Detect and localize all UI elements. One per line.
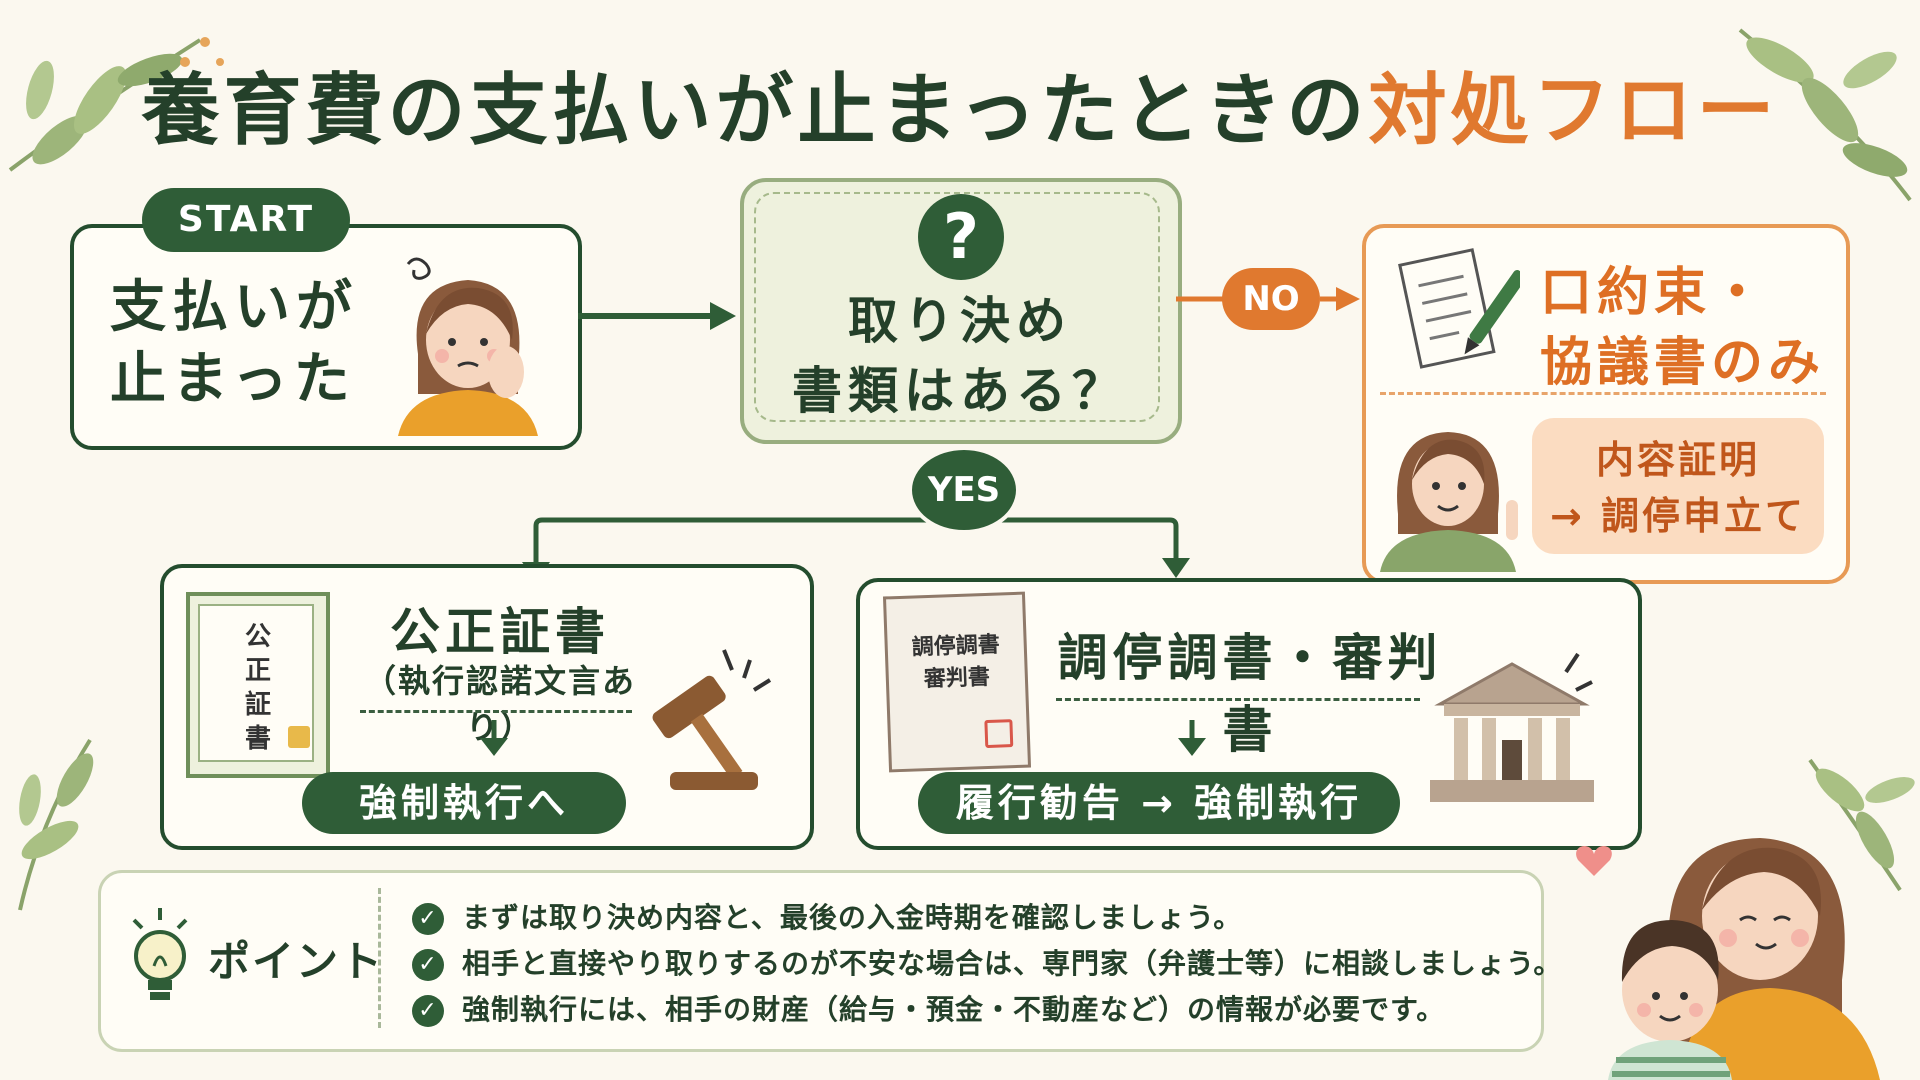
decision-box: [740, 178, 1182, 444]
mediation-doc-line-2: 審判書: [923, 664, 991, 693]
start-tag: START: [142, 188, 350, 252]
courthouse-icon: [1430, 652, 1594, 802]
gavel-icon: [652, 649, 772, 790]
question-icon: ?: [918, 194, 1004, 280]
verbal-action-text: 内容証明 → 調停申立て: [1532, 432, 1824, 544]
notarized-deed-divider: [360, 710, 632, 713]
no-label: NO: [1222, 268, 1320, 330]
decision-inner-border: [754, 192, 1160, 422]
point-item-1: ✓まずは取り決め内容と、最後の入金時期を確認しましょう。: [412, 896, 1242, 936]
verbal-action-line-1: 内容証明: [1595, 438, 1760, 482]
verbal-title-line-1: 口約束・: [1540, 263, 1769, 323]
leaf-decoration-bottom-right: [1808, 758, 1915, 892]
mediation-record-divider: [1056, 698, 1420, 701]
heart-icon: [1576, 846, 1612, 876]
mediation-doc-line-1: 調停調書: [911, 632, 1001, 661]
verbal-action-box: [1532, 418, 1824, 554]
start-text: 支払いが 止まった: [110, 272, 410, 416]
verbal-divider: [1380, 392, 1826, 395]
page-title: 養育費の支払いが止まったときの対処フロー: [0, 48, 1920, 160]
verbal-action-line-2: → 調停申立て: [1549, 494, 1807, 538]
verbal-title-line-2: 協議書のみ: [1540, 333, 1826, 393]
point-divider: [378, 888, 381, 1028]
point-label: ポイント: [208, 937, 385, 986]
point-item-3: ✓強制執行には、相手の財産（給与・預金・不動産など）の情報が必要です。: [412, 988, 1445, 1028]
notarized-deed-document-label: 公正証書: [244, 622, 271, 754]
title-accent: 対処フロー: [1368, 66, 1779, 156]
check-icon: ✓: [412, 949, 444, 981]
notarized-deed-down-arrow: [480, 720, 508, 756]
notarized-deed-title: 公正証書: [390, 603, 610, 661]
worried-woman-illustration: [398, 257, 538, 436]
leaf-decoration-bottom-left: [18, 738, 94, 911]
performance-recommendation-pill: 履行勧告 → 強制執行: [918, 772, 1400, 834]
lightbulb-icon: [132, 908, 188, 1000]
start-line-2: 止まった: [110, 347, 356, 412]
red-seal-icon: [984, 719, 1014, 749]
arrow-to-decision: [578, 302, 736, 330]
no-arrow: [1176, 287, 1360, 311]
mediation-record-document-icon: 調停調書 審判書: [882, 591, 1032, 773]
notarized-deed-subtitle: （執行認諾文言あり）: [363, 662, 636, 746]
leaf-decoration-top-left: [8, 37, 224, 172]
forced-execution-pill: 強制執行へ: [302, 772, 626, 834]
start-line-1: 支払いが: [110, 275, 358, 340]
check-icon: ✓: [412, 903, 444, 935]
mediation-record-down-arrow: [1178, 720, 1206, 756]
decision-text: 取り決め 書類はある？: [750, 286, 1170, 426]
point-item-2: ✓相手と直接やり取りするのが不安な場合は、専門家（弁護士等）に相談しましょう。: [412, 942, 1562, 982]
leaf-decoration-top-right: [1738, 28, 1912, 202]
title-main: 養育費の支払いが止まったときの: [141, 66, 1369, 156]
mother-child-illustration: [1576, 838, 1880, 1080]
verbal-agreement-title: 口約束・ 協議書のみ: [1540, 258, 1840, 398]
mediation-record-title: 調停調書・審判書: [1057, 629, 1443, 759]
decision-line-1: 取り決め: [848, 292, 1072, 350]
point-box: [98, 870, 1544, 1052]
decision-line-2: 書類はある？: [792, 362, 1128, 420]
yes-label: YES: [908, 446, 1020, 534]
notarized-deed-document-icon: 公正証書: [186, 592, 330, 778]
seal-icon: [288, 726, 310, 748]
document-pen-icon: [1398, 248, 1520, 369]
check-icon: ✓: [412, 995, 444, 1027]
pointing-woman-illustration: [1380, 432, 1518, 572]
